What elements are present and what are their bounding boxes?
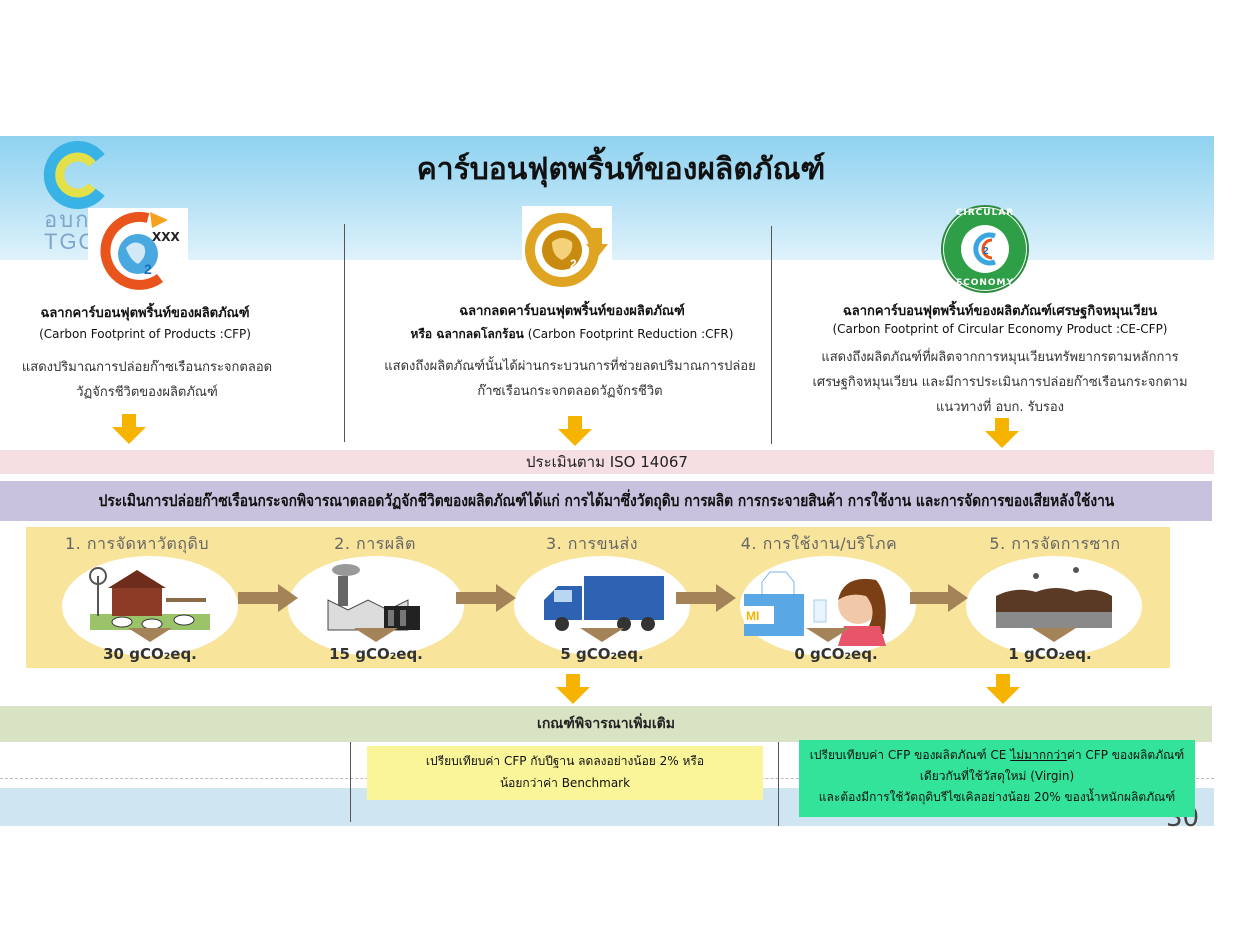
right-arrow-icon	[910, 584, 968, 612]
cfr-title-alt: หรือ ฉลากลดโลกร้อน	[410, 327, 524, 341]
cfr-criteria-line1: เปรียบเทียบค่า CFP กับปีฐาน ลดลงอย่างน้อ…	[425, 754, 705, 768]
ce-cfp-description: แสดงถึงผลิตภัณฑ์ที่ผลิตจากการหมุนเวียนทร…	[786, 345, 1214, 420]
down-arrow-icon	[985, 418, 1019, 448]
circular-economy-icon: 2 CIRCULAR ECONOMY	[940, 204, 1030, 294]
cfr-subtitle: (Carbon Footprint Reduction :CFR)	[527, 327, 734, 341]
ce-criteria-line3: และต้องมีการใช้วัตถุดิบรีไซเคิลอย่างน้อย…	[818, 790, 1176, 804]
right-arrow-icon	[676, 584, 736, 612]
stage-value-disposal: 1 gCO₂eq.	[1008, 645, 1092, 663]
cfr-criteria-line2: น้อยกว่าค่า Benchmark	[499, 776, 631, 790]
down-triangle-icon	[128, 628, 172, 642]
cfr-title-line2: หรือ ฉลากลดโลกร้อน (Carbon Footprint Red…	[392, 325, 752, 344]
svg-text:MI: MI	[746, 609, 759, 623]
svg-text:2: 2	[570, 257, 577, 271]
down-triangle-icon	[354, 628, 398, 642]
ce-cfp-criteria-box: เปรียบเทียบค่า CFP ของผลิตภัณฑ์ CE ไม่มา…	[799, 740, 1195, 817]
waste-icon	[996, 567, 1112, 628]
tgo-logo-mark	[43, 141, 105, 209]
cfp-label-icon: 2 XXX	[88, 208, 188, 296]
down-arrow-icon	[986, 674, 1020, 704]
down-triangle-icon	[1032, 628, 1076, 642]
cfr-criteria-box: เปรียบเทียบค่า CFP กับปีฐาน ลดลงอย่างน้อ…	[367, 746, 763, 800]
cfp-desc-line2: วัฏจักรชีวิตของผลิตภัณฑ์	[76, 385, 218, 400]
ce-cfp-subtitle: (Carbon Footprint of Circular Economy Pr…	[832, 322, 1168, 336]
stage-value-transport: 5 gCO₂eq.	[560, 645, 644, 663]
factory-icon	[327, 564, 420, 631]
svg-text:2: 2	[144, 261, 152, 277]
column-divider	[778, 742, 779, 826]
ce-cfp-title: ฉลากคาร์บอนฟุตพริ้นท์ของผลิตภัณฑ์เศรษฐกิ…	[842, 304, 1158, 319]
cfr-desc-line2: ก๊าซเรือนกระจกตลอดวัฏจักรชีวิต	[477, 384, 663, 399]
stage-image-production	[288, 556, 464, 656]
tgo-logo: อบก TGO	[42, 140, 112, 260]
cfp-desc-line1: แสดงปริมาณการปล่อยก๊าซเรือนกระจกตลอด	[21, 360, 273, 375]
stage-label-usage: 4. การใช้งาน/บริโภค	[740, 534, 898, 553]
stage-label-disposal: 5. การจัดการซาก	[989, 534, 1121, 553]
ce-criteria-line1-end: ค่า CFP ของผลิตภัณฑ์	[1066, 748, 1185, 762]
ce-criteria-line1-start: เปรียบเทียบค่า CFP ของผลิตภัณฑ์ CE	[809, 748, 1011, 762]
stage-image-transport	[514, 556, 690, 656]
svg-text:2: 2	[983, 246, 989, 257]
stage-label-production: 2. การผลิต	[334, 534, 416, 553]
down-arrow-icon	[112, 414, 146, 444]
down-arrow-icon	[556, 674, 590, 704]
stage-image-disposal	[966, 556, 1142, 656]
cfr-label-icon: 2	[522, 206, 612, 290]
cfr-title: ฉลากลดคาร์บอนฟุตพริ้นท์ของผลิตภัณฑ์	[459, 304, 685, 319]
milk-drinking-icon: MI	[744, 571, 886, 646]
cfp-description: แสดงปริมาณการปล่อยก๊าซเรือนกระจกตลอด วัฏ…	[0, 355, 294, 405]
column-divider	[350, 742, 351, 822]
cfr-description: แสดงถึงผลิตภัณฑ์นั้นได้ผ่านกระบวนการที่ช…	[374, 354, 766, 404]
cfp-subtitle: (Carbon Footprint of Products :CFP)	[39, 327, 251, 341]
ce-cfp-desc-line2: เศรษฐกิจหมุนเวียน และมีการประเมินการปล่อ…	[812, 375, 1188, 390]
right-arrow-icon	[456, 584, 516, 612]
circular-badge-bottom: ECONOMY	[955, 278, 1015, 288]
stage-label-raw-material: 1. การจัดหาวัตถุดิบ	[64, 534, 210, 553]
ce-cfp-desc-line3: แนวทางที่ อบก. รับรอง	[935, 400, 1065, 415]
cfr-desc-line1: แสดงถึงผลิตภัณฑ์นั้นได้ผ่านกระบวนการที่ช…	[384, 359, 756, 374]
stage-value-usage: 0 gCO₂eq.	[794, 645, 878, 663]
lifecycle-description-bar: ประเมินการปล่อยก๊าซเรือนกระจกพิจารณาตลอด…	[0, 481, 1212, 521]
right-arrow-icon	[238, 584, 298, 612]
circular-badge-top: CIRCULAR	[955, 208, 1015, 218]
down-arrow-icon	[558, 416, 592, 446]
cfp-title: ฉลากคาร์บอนฟุตพริ้นท์ของผลิตภัณฑ์	[40, 306, 250, 321]
truck-icon	[544, 576, 664, 631]
down-triangle-icon	[580, 628, 624, 642]
logo-text-line2: TGO	[44, 229, 98, 254]
column-divider	[344, 224, 345, 442]
iso-standard-bar: ประเมินตาม ISO 14067	[0, 450, 1214, 474]
ce-criteria-line1-emphasis: ไม่มากกว่า	[1010, 748, 1067, 762]
cfp-badge-text: XXX	[152, 230, 180, 244]
farm-icon	[89, 567, 210, 630]
lifecycle-text: ประเมินการปล่อยก๊าซเรือนกระจกพิจารณาตลอด…	[98, 491, 1114, 510]
column-divider	[771, 226, 772, 444]
stage-label-transport: 3. การขนส่ง	[545, 534, 639, 553]
additional-criteria-bar: เกณฑ์พิจารณาเพิ่มเติม	[0, 706, 1212, 742]
ce-criteria-line1: เปรียบเทียบค่า CFP ของผลิตภัณฑ์ CE ไม่มา…	[799, 745, 1195, 766]
logo-text-line1: อบก	[44, 207, 91, 232]
page-title: คาร์บอนฟุตพริ้นท์ของผลิตภัณฑ์	[416, 152, 826, 187]
ce-criteria-line2: เดียวกันที่ใช้วัสดุใหม่ (Virgin)	[919, 769, 1075, 783]
stage-value-raw-material: 30 gCO₂eq.	[103, 645, 197, 663]
ce-cfp-desc-line1: แสดงถึงผลิตภัณฑ์ที่ผลิตจากการหมุนเวียนทร…	[821, 350, 1179, 365]
stage-value-production: 15 gCO₂eq.	[329, 645, 423, 663]
down-triangle-icon	[806, 628, 850, 642]
